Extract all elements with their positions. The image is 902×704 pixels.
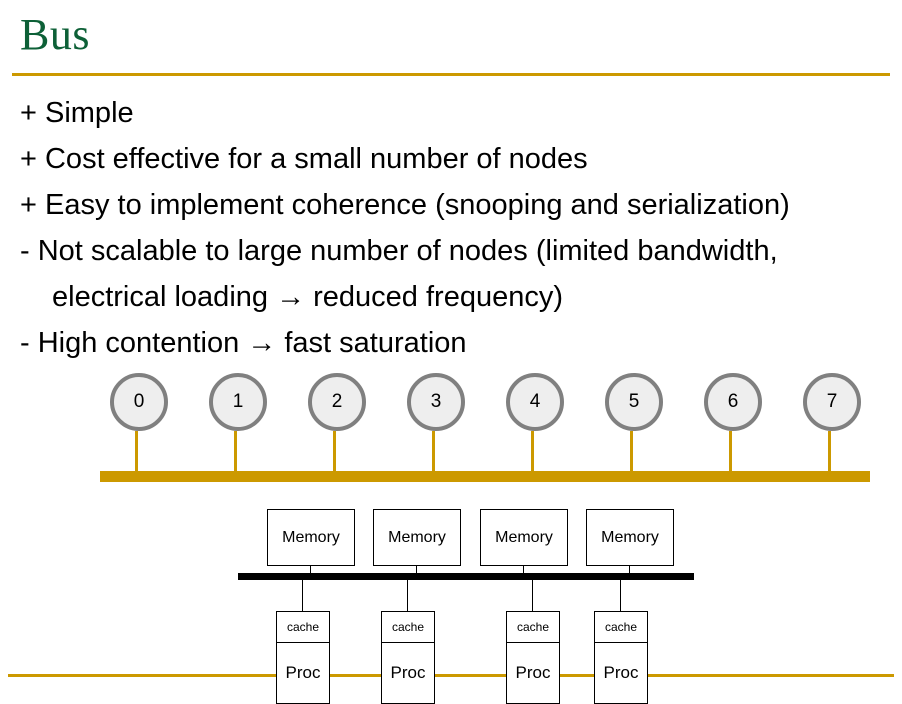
- cache-box[interactable]: cache: [382, 612, 434, 643]
- bullet-item: + Simple: [20, 97, 134, 129]
- bus-node-stem-5: [630, 431, 633, 473]
- memory-box[interactable]: Memory: [373, 509, 461, 566]
- title-divider: [12, 73, 890, 76]
- bus-node-label: 5: [628, 391, 640, 412]
- bus-node-stem-3: [432, 431, 435, 473]
- memory-label: Memory: [495, 528, 553, 546]
- bus-node-stem-6: [729, 431, 732, 473]
- memory-stem: [416, 566, 417, 575]
- proc-box[interactable]: Proc: [382, 643, 434, 703]
- bus-node-stem-7: [828, 431, 831, 473]
- memory-label: Memory: [388, 528, 446, 546]
- proc-label: Proc: [603, 663, 639, 682]
- bullet-item: + Easy to implement coherence (snooping …: [20, 189, 790, 221]
- proc-label: Proc: [515, 663, 551, 682]
- bus-node-label: 6: [727, 391, 739, 412]
- bullet-list: + Simple + Cost effective for a small nu…: [20, 90, 900, 366]
- memory-label: Memory: [601, 528, 659, 546]
- bus-node-label: 7: [826, 391, 838, 412]
- cache-box[interactable]: cache: [277, 612, 329, 643]
- cache-label: cache: [286, 620, 320, 634]
- bus-node-7[interactable]: 7: [803, 373, 861, 431]
- cache-box[interactable]: cache: [507, 612, 559, 643]
- shared-bus-bar: [100, 471, 870, 482]
- cache-label: cache: [516, 620, 550, 634]
- bus-node-label: 2: [331, 391, 343, 412]
- bullet-item: - High contention → fast saturation: [20, 327, 467, 359]
- memory-stem: [310, 566, 311, 575]
- bus-node-6[interactable]: 6: [704, 373, 762, 431]
- proc-label: Proc: [390, 663, 426, 682]
- bus-node-1[interactable]: 1: [209, 373, 267, 431]
- cpu-stem: [407, 580, 408, 611]
- bus-node-stem-0: [135, 431, 138, 473]
- bus-node-label: 4: [529, 391, 541, 412]
- bullet-item: - Not scalable to large number of nodes …: [20, 235, 778, 267]
- bus-node-stem-1: [234, 431, 237, 473]
- cache-label: cache: [604, 620, 638, 634]
- bullet-item-continuation: electrical loading → reduced frequency): [52, 281, 563, 313]
- bullet-item: + Cost effective for a small number of n…: [20, 143, 588, 175]
- cpu-stem: [620, 580, 621, 611]
- cpu-stem: [532, 580, 533, 611]
- bus-node-label: 3: [430, 391, 442, 412]
- memory-bus-bar: [238, 573, 694, 580]
- bus-node-5[interactable]: 5: [605, 373, 663, 431]
- memory-stem: [629, 566, 630, 575]
- cpu-unit[interactable]: cache Proc: [506, 611, 560, 704]
- bus-node-4[interactable]: 4: [506, 373, 564, 431]
- cpu-unit[interactable]: cache Proc: [594, 611, 648, 704]
- cache-label: cache: [391, 620, 425, 634]
- bus-node-label: 0: [133, 391, 145, 412]
- bus-node-stem-4: [531, 431, 534, 473]
- footer-divider: [8, 674, 894, 677]
- bus-node-0[interactable]: 0: [110, 373, 168, 431]
- bus-node-stem-2: [333, 431, 336, 473]
- proc-label: Proc: [285, 663, 321, 682]
- page-title: Bus: [20, 10, 90, 59]
- cpu-stem: [302, 580, 303, 611]
- proc-box[interactable]: Proc: [595, 643, 647, 703]
- bus-node-3[interactable]: 3: [407, 373, 465, 431]
- memory-stem: [523, 566, 524, 575]
- cache-box[interactable]: cache: [595, 612, 647, 643]
- cpu-unit[interactable]: cache Proc: [381, 611, 435, 704]
- memory-box[interactable]: Memory: [480, 509, 568, 566]
- proc-box[interactable]: Proc: [277, 643, 329, 703]
- bus-node-2[interactable]: 2: [308, 373, 366, 431]
- memory-box[interactable]: Memory: [267, 509, 355, 566]
- cpu-unit[interactable]: cache Proc: [276, 611, 330, 704]
- proc-box[interactable]: Proc: [507, 643, 559, 703]
- memory-label: Memory: [282, 528, 340, 546]
- bus-node-label: 1: [232, 391, 244, 412]
- memory-box[interactable]: Memory: [586, 509, 674, 566]
